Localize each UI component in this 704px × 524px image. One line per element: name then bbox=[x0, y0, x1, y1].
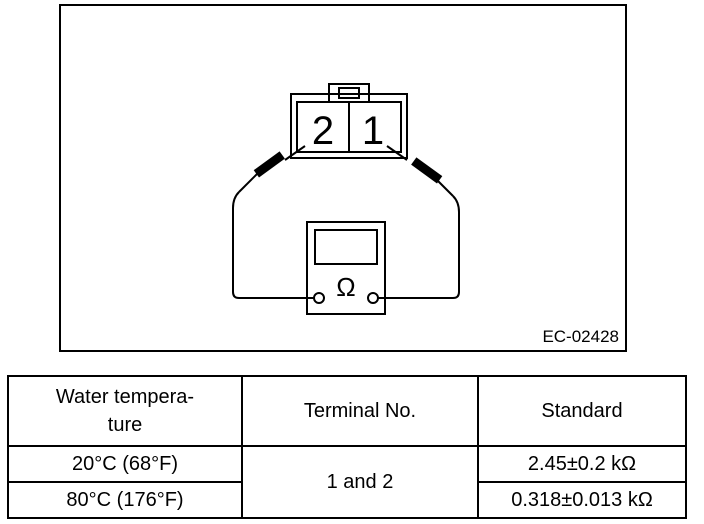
header-water-line2: ture bbox=[107, 414, 143, 436]
header-water-line1: Water tempera- bbox=[55, 386, 195, 408]
terminal-cell: 1 and 2 bbox=[241, 445, 479, 519]
ohmmeter bbox=[306, 221, 386, 315]
left-probe bbox=[232, 145, 315, 299]
temperature-cell: 80°C (176°F) bbox=[7, 481, 243, 519]
terminal-1-label: 1 bbox=[362, 109, 384, 153]
table-row: 20°C (68°F) 1 and 2 2.45±0.2 kΩ bbox=[7, 445, 687, 519]
standard-cell: 2.45±0.2 kΩ bbox=[477, 445, 687, 483]
resistance-spec-table: Water tempera- ture Terminal No. Standar… bbox=[7, 375, 687, 519]
header-water-temperature: Water tempera- ture bbox=[7, 375, 243, 447]
header-terminal-no: Terminal No. bbox=[241, 375, 479, 447]
right-probe bbox=[377, 145, 460, 299]
sensor-diagram: 2 1 Ω EC-02428 bbox=[59, 4, 627, 352]
connector bbox=[290, 83, 408, 159]
terminal-2-label: 2 bbox=[312, 109, 334, 153]
standard-cell: 0.318±0.013 kΩ bbox=[477, 481, 687, 519]
table-row: 80°C (176°F) 0.318±0.013 kΩ bbox=[7, 481, 687, 519]
header-standard: Standard bbox=[477, 375, 687, 447]
temperature-cell: 20°C (68°F) bbox=[7, 445, 243, 483]
connector-ohmmeter-drawing: 2 1 Ω bbox=[232, 83, 460, 315]
ohm-symbol: Ω bbox=[336, 272, 355, 302]
table-header-row: Water tempera- ture Terminal No. Standar… bbox=[7, 375, 687, 447]
figure-code: EC-02428 bbox=[542, 327, 619, 346]
